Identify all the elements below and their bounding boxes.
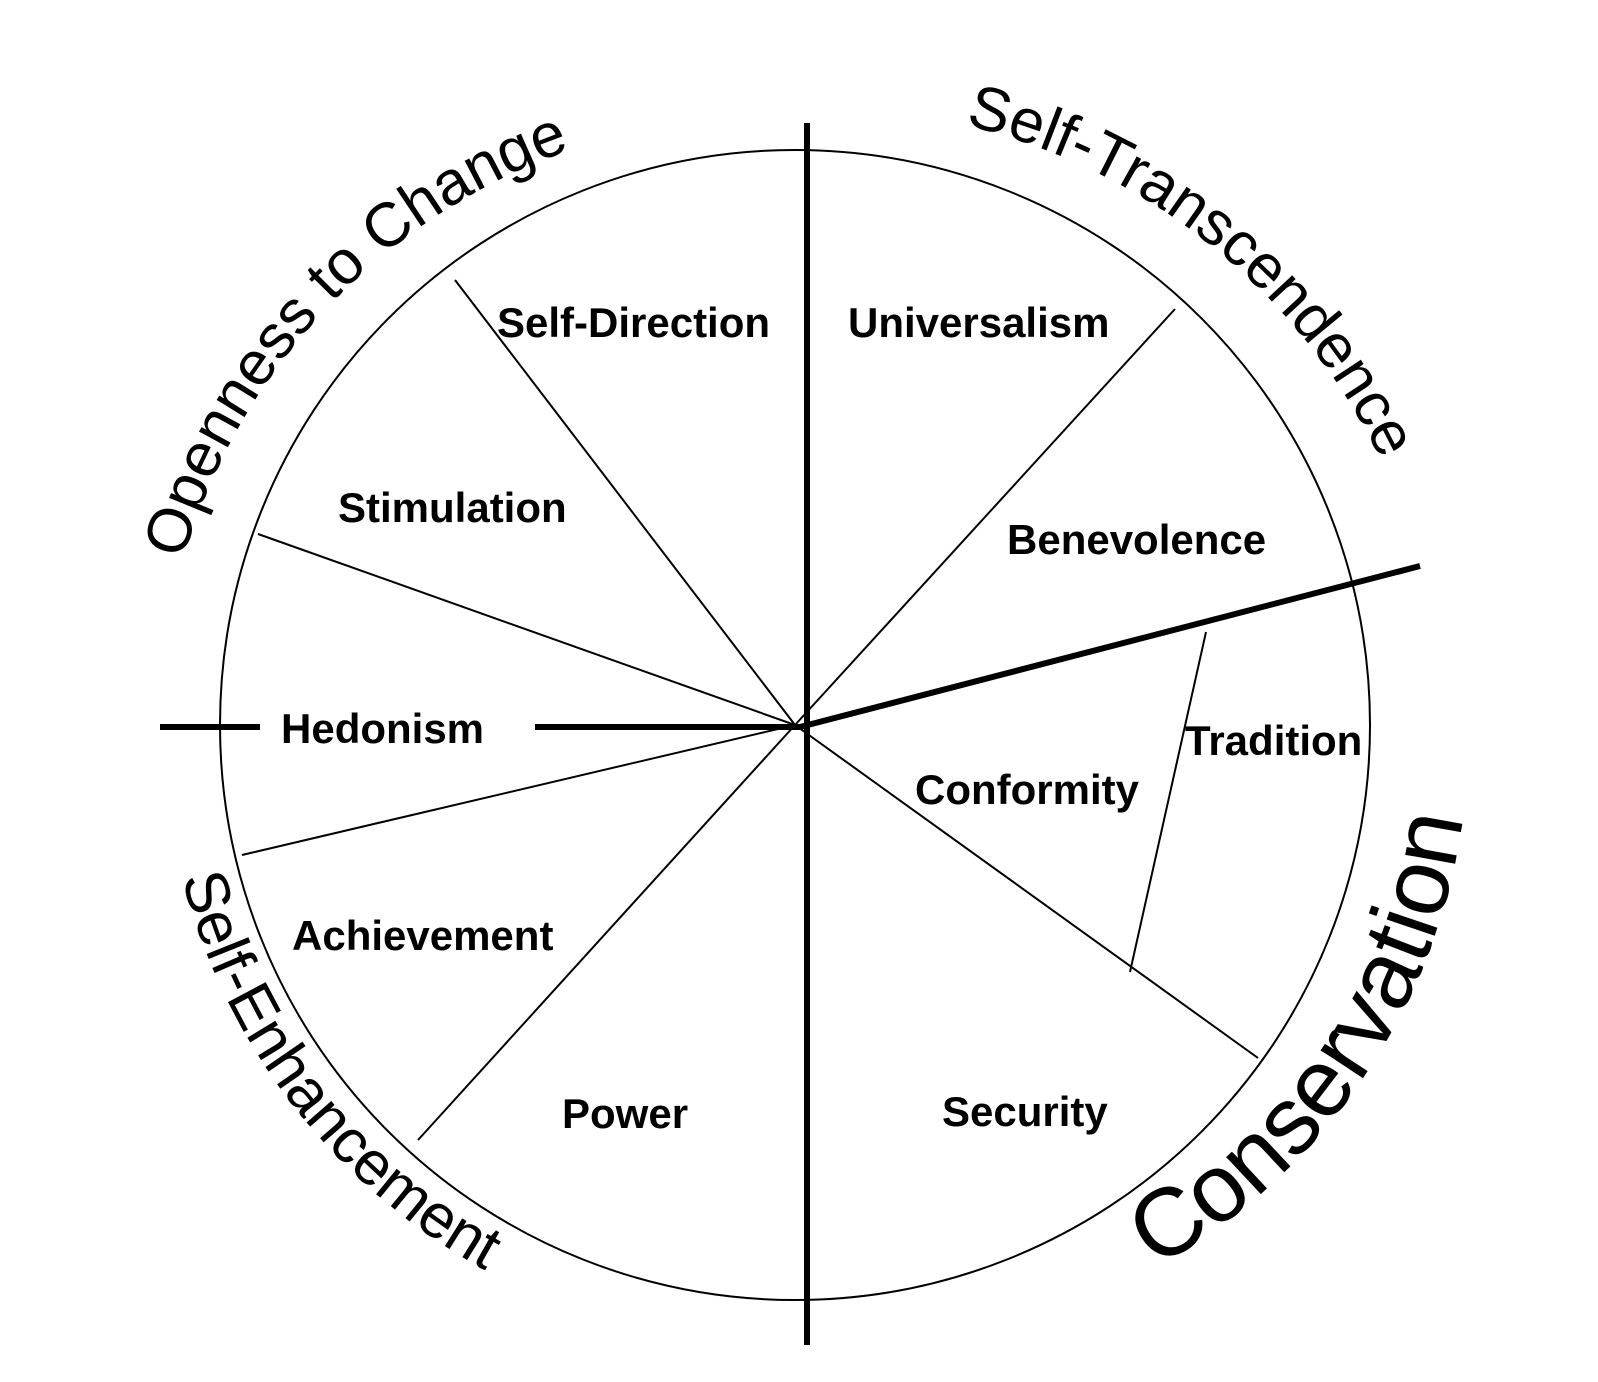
value-label-power: Power — [562, 1090, 688, 1137]
divider-tradition-conformity — [1129, 631, 1207, 973]
divider-hedonism-achievement — [241, 724, 796, 856]
value-label-hedonism: Hedonism — [281, 705, 484, 752]
value-labels: Self-Direction Universalism Stimulation … — [281, 299, 1362, 1137]
value-label-security: Security — [942, 1088, 1108, 1135]
divider-stimulation-hedonism — [257, 533, 796, 726]
divider-conformity-security — [794, 724, 1259, 1059]
value-label-benevolence: Benevolence — [1007, 516, 1266, 563]
dimension-label-conservation: Conservation — [1110, 802, 1485, 1286]
value-label-stimulation: Stimulation — [338, 484, 567, 531]
divider-universalism-benevolence — [794, 308, 1176, 726]
value-label-self-direction: Self-Direction — [497, 299, 770, 346]
dimension-dividers — [160, 123, 1421, 1345]
divider-achievement-power — [417, 724, 796, 1141]
dimension-label-self-transcendence: Self-Transcendence — [961, 72, 1430, 467]
divider-conservation-transcendence — [799, 563, 1421, 730]
value-label-achievement: Achievement — [292, 912, 553, 959]
divider-self-direction-stimulation — [454, 279, 796, 726]
value-label-universalism: Universalism — [848, 299, 1109, 346]
value-label-conformity: Conformity — [915, 766, 1140, 813]
sector-dividers — [241, 279, 1259, 1141]
value-label-tradition: Tradition — [1185, 717, 1362, 764]
